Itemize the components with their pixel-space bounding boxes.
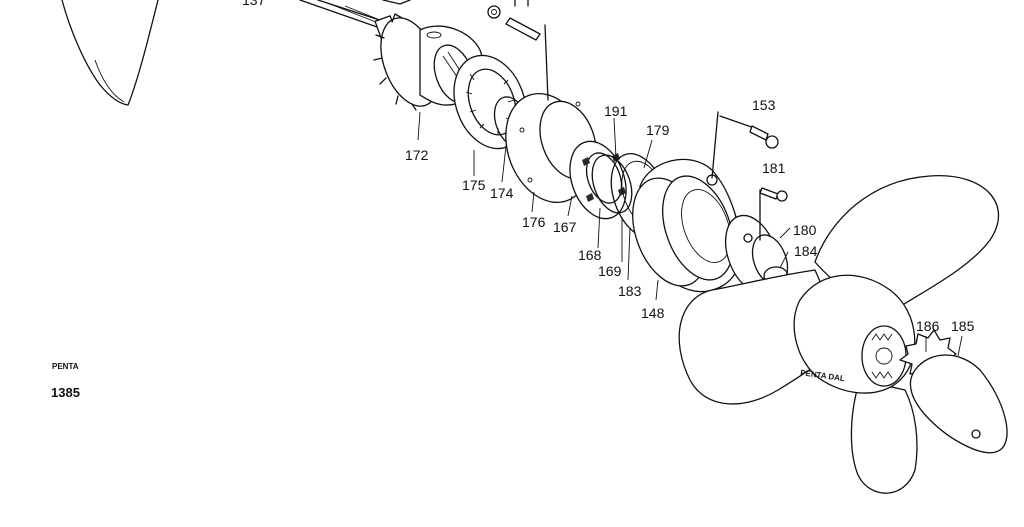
ring-180	[724, 214, 789, 294]
part-label-148: 148	[641, 305, 665, 321]
part-label-153: 153	[752, 97, 776, 113]
bearing-assembly	[569, 140, 633, 220]
drawing-number: 1385	[51, 385, 80, 400]
part-label-183: 183	[618, 283, 642, 299]
part-label-179: 179	[646, 122, 670, 138]
gear-hub	[373, 13, 484, 111]
part-label-181: 181	[762, 160, 786, 176]
screw-153	[719, 115, 779, 149]
part-label-172: 172	[405, 147, 429, 163]
propeller: PENTA DAL	[678, 175, 1000, 494]
part-label-175: 175	[462, 177, 486, 193]
part-label-174: 174	[490, 185, 514, 201]
part-label-185: 185	[951, 318, 975, 334]
leader-lines	[417, 111, 963, 357]
brand-label: PENTA	[52, 362, 79, 371]
housing-148	[632, 111, 742, 293]
part-label-191: 191	[604, 103, 628, 119]
part-label-176: 176	[522, 214, 546, 230]
part-label-168: 168	[578, 247, 602, 263]
part-label-137: 137	[242, 0, 266, 8]
cone-nut-185	[909, 354, 1008, 454]
upper-bolt	[487, 0, 541, 41]
part-label-184: 184	[794, 243, 818, 259]
skeg-outline	[61, 0, 159, 106]
part-label-167: 167	[553, 219, 577, 235]
part-label-180: 180	[793, 222, 817, 238]
screw-181	[759, 187, 788, 241]
part-label-186: 186	[916, 318, 940, 334]
part-labels: 137 172 175 174 176 167 191 179 168 169 …	[242, 0, 975, 334]
part-label-169: 169	[598, 263, 622, 279]
